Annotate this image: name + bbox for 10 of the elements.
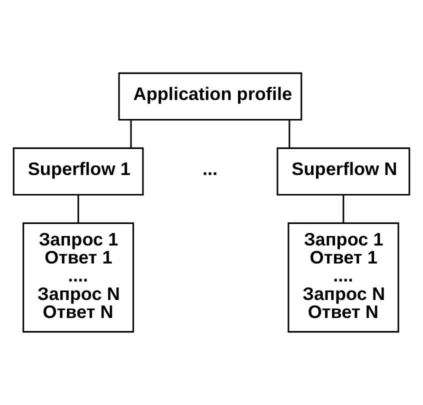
connector xyxy=(342,195,344,223)
connector xyxy=(288,120,290,148)
node-box: Запрос 1 Ответ 1 .... Запрос N Ответ N xyxy=(22,222,134,333)
connector xyxy=(78,195,80,223)
node-box: Superflow N xyxy=(276,147,410,196)
node-box: Superflow 1 xyxy=(12,147,144,196)
connector xyxy=(130,120,132,148)
node-box: Запрос 1 Ответ 1 .... Запрос N Ответ N xyxy=(288,222,400,333)
node-box: Application profile xyxy=(118,72,302,120)
label: ... xyxy=(202,158,218,179)
